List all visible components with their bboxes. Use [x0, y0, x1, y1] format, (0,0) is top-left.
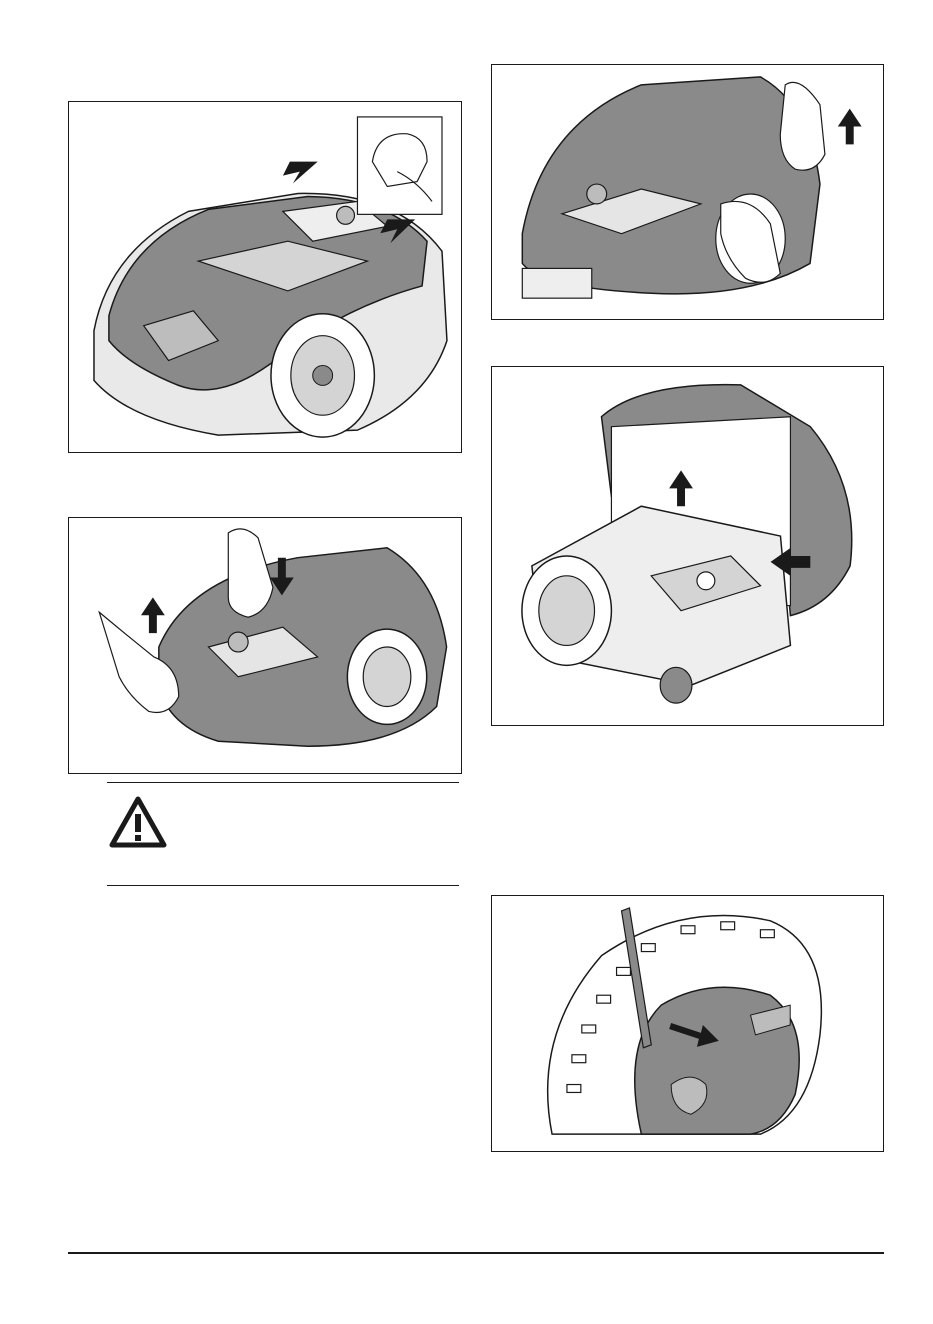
warning-rule-top — [107, 782, 459, 783]
figure-mower-body-removal — [491, 64, 884, 320]
mower-press-illustration-icon — [69, 102, 461, 452]
warning-rule-bottom — [107, 885, 459, 886]
mower-body-removal-illustration-icon — [492, 65, 883, 319]
footer-rule — [68, 1252, 884, 1254]
wheel-hub-cap-illustration-icon — [492, 896, 883, 1151]
mower-lift-illustration-icon — [69, 518, 461, 773]
figure-mower-press-body — [68, 101, 462, 453]
figure-wheel-hub-cap — [491, 895, 884, 1152]
warning-block — [107, 782, 459, 887]
warning-triangle-icon — [109, 796, 167, 848]
figure-mower-chassis-separation — [491, 366, 884, 726]
figure-mower-lift-body — [68, 517, 462, 774]
mower-chassis-separation-illustration-icon — [492, 367, 883, 725]
